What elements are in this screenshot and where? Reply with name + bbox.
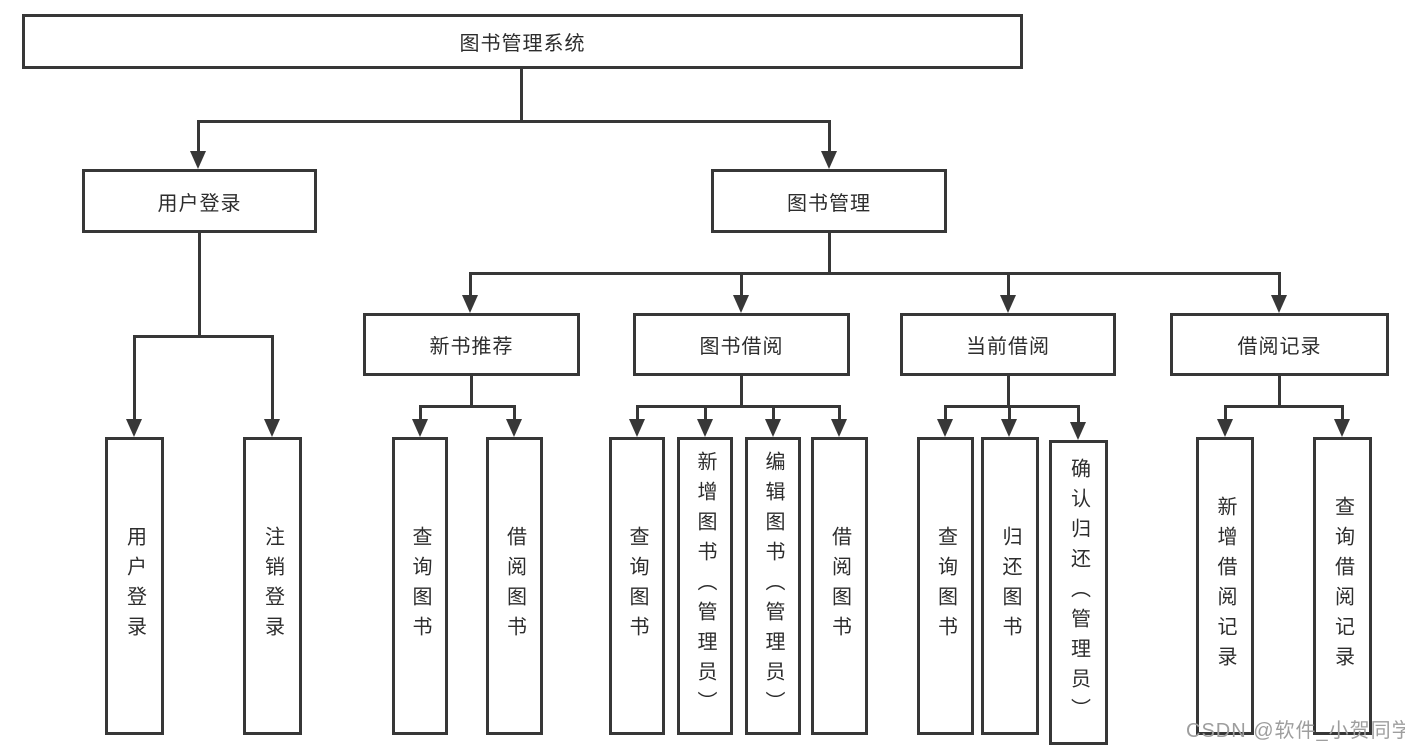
connector-line [419, 405, 516, 408]
connector-line [636, 405, 639, 425]
arrow-down-icon [733, 295, 749, 313]
arrow-down-icon [765, 419, 781, 437]
arrow-down-icon [1001, 419, 1017, 437]
leaf-borrow-book: 借阅图书 [811, 437, 868, 735]
arrow-down-icon [1000, 295, 1016, 313]
connector-line [1224, 405, 1227, 425]
leaf-query-book-recommend: 查询图书 [392, 437, 448, 735]
leaf-add-book-admin: 新增图书（管理员） [677, 437, 733, 735]
node-book-management: 图书管理 [711, 169, 947, 233]
arrow-down-icon [937, 419, 953, 437]
arrow-down-icon [506, 419, 522, 437]
connector-line [636, 405, 841, 408]
arrow-down-icon [462, 295, 478, 313]
arrow-down-icon [1217, 419, 1233, 437]
connector-line [133, 335, 274, 338]
connector-line [469, 272, 1281, 275]
connector-line [704, 405, 707, 425]
arrow-down-icon [629, 419, 645, 437]
arrow-down-icon [831, 419, 847, 437]
connector-line [944, 405, 1080, 408]
node-book-borrowing: 图书借阅 [633, 313, 850, 376]
connector-line [740, 272, 743, 300]
connector-line [828, 120, 831, 156]
connector-line [1278, 376, 1281, 408]
connector-line [1224, 405, 1343, 408]
connector-line [513, 405, 516, 425]
connector-line [197, 120, 831, 123]
connector-line [1278, 272, 1281, 300]
connector-line [1077, 405, 1080, 425]
connector-line [133, 335, 136, 423]
connector-line [828, 233, 831, 275]
connector-line [198, 233, 201, 338]
connector-line [419, 405, 422, 425]
leaf-query-book-current: 查询图书 [917, 437, 974, 735]
connector-line [772, 405, 775, 425]
connector-line [520, 67, 523, 122]
connector-line [740, 376, 743, 408]
node-current-borrowing: 当前借阅 [900, 313, 1116, 376]
leaf-query-borrow-record: 查询借阅记录 [1313, 437, 1372, 735]
connector-line [1341, 405, 1344, 425]
arrow-down-icon [1070, 422, 1086, 440]
node-user-login: 用户登录 [82, 169, 317, 233]
leaf-edit-book-admin: 编辑图书（管理员） [745, 437, 801, 735]
connector-line [944, 405, 947, 425]
arrow-down-icon [264, 419, 280, 437]
leaf-logout: 注销登录 [243, 437, 302, 735]
connector-line [271, 335, 274, 423]
arrow-down-icon [1271, 295, 1287, 313]
connector-line [469, 272, 472, 300]
connector-line [197, 120, 200, 156]
leaf-add-borrow-record: 新增借阅记录 [1196, 437, 1254, 735]
node-new-book-recommend: 新书推荐 [363, 313, 580, 376]
connector-line [838, 405, 841, 425]
arrow-down-icon [821, 151, 837, 169]
node-borrowing-records: 借阅记录 [1170, 313, 1389, 376]
leaf-query-book-borrowing: 查询图书 [609, 437, 665, 735]
arrow-down-icon [697, 419, 713, 437]
arrow-down-icon [190, 151, 206, 169]
arrow-down-icon [412, 419, 428, 437]
leaf-borrow-book-recommend: 借阅图书 [486, 437, 543, 735]
arrow-down-icon [1334, 419, 1350, 437]
leaf-confirm-return-admin: 确认归还（管理员） [1049, 440, 1108, 745]
connector-line [1008, 405, 1011, 425]
connector-line [1007, 272, 1010, 300]
node-root-library-system: 图书管理系统 [22, 14, 1023, 69]
connector-line [470, 376, 473, 408]
connector-line [1007, 376, 1010, 408]
leaf-return-book: 归还图书 [981, 437, 1039, 735]
arrow-down-icon [126, 419, 142, 437]
leaf-user-login: 用户登录 [105, 437, 164, 735]
csdn-watermark: CSDN @软件_小贺同学 [1186, 720, 1405, 742]
